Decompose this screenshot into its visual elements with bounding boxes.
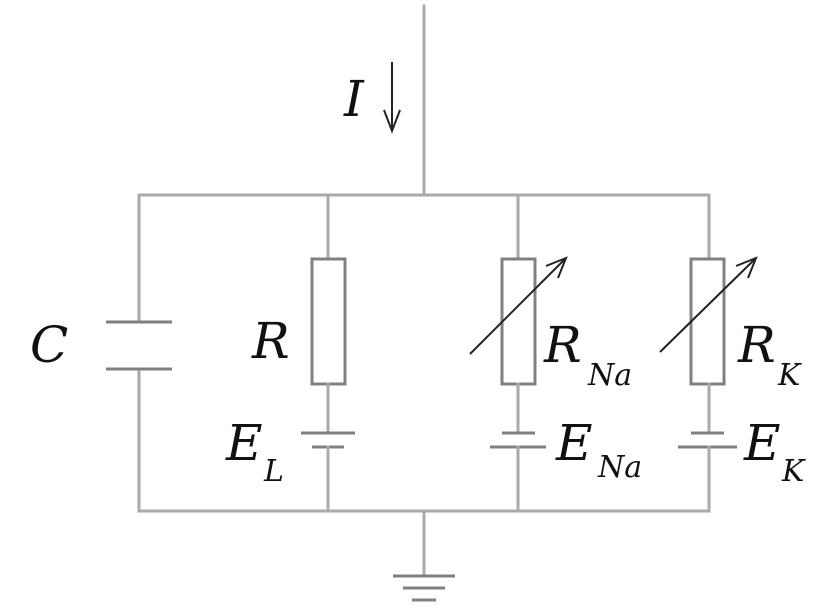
- resistor-k-label: R: [737, 316, 776, 374]
- sodium-branch: [469, 193, 568, 513]
- sodium-resistor: [500, 257, 537, 386]
- capacitor-symbol: [106, 320, 172, 371]
- resistor-k-subscript: K: [777, 358, 802, 393]
- potassium-resistor: [689, 257, 726, 386]
- battery-na-label: E: [555, 414, 593, 472]
- battery-k-subscript: K: [781, 454, 806, 489]
- sodium-battery: [490, 431, 546, 449]
- leak-branch: [301, 193, 355, 513]
- battery-l-label: E: [225, 414, 263, 472]
- capacitor-label: C: [30, 316, 68, 374]
- leak-resistor: [310, 257, 347, 386]
- battery-k-label: E: [743, 414, 781, 472]
- battery-l-subscript: L: [263, 454, 284, 489]
- current-label: I: [343, 70, 365, 128]
- capacitor-branch: [106, 193, 172, 513]
- leak-battery: [301, 431, 355, 449]
- ground-symbol: [393, 509, 455, 602]
- current-arrow: [383, 62, 401, 134]
- potassium-variable-arrow: [659, 256, 758, 353]
- resistor-label: R: [251, 312, 290, 370]
- resistor-na-subscript: Na: [587, 358, 632, 393]
- potassium-battery: [678, 431, 737, 449]
- potassium-branch: [659, 193, 758, 513]
- resistor-na-label: R: [543, 316, 582, 374]
- sodium-variable-arrow: [469, 256, 568, 355]
- battery-na-subscript: Na: [597, 450, 642, 485]
